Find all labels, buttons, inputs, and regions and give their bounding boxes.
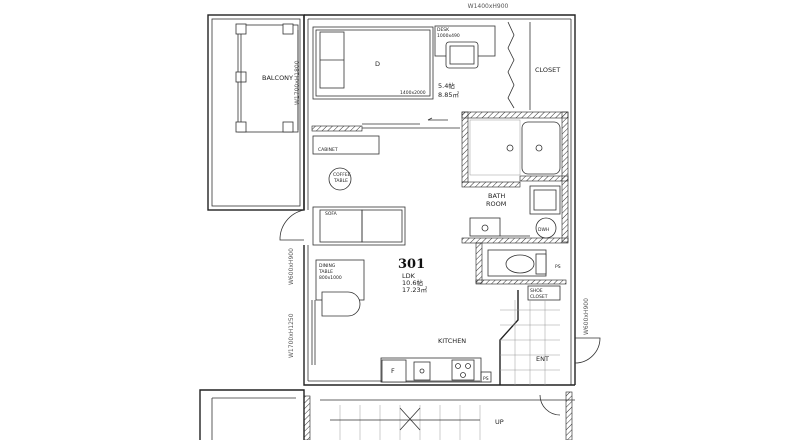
outer-walls xyxy=(207,14,576,386)
window-lower-label: W1700xH1250 xyxy=(288,313,295,358)
ldk-area-tatami: 10.6帖 xyxy=(402,278,423,287)
washer xyxy=(529,185,561,215)
ps-label-1: PS xyxy=(555,264,561,270)
window-mid-label: W600xH900 xyxy=(288,248,295,285)
closet-label: CLOSET xyxy=(535,66,560,74)
kitchen: KITCHEN F PS xyxy=(380,337,492,383)
dining-label-1: DINING xyxy=(319,263,336,269)
fridge xyxy=(381,359,407,383)
stair-area: UP xyxy=(199,389,575,440)
kitchen-counter xyxy=(380,357,482,383)
desk-dimension: 1000x490 xyxy=(437,33,460,39)
entry-label: ENT xyxy=(536,355,549,363)
bed-dimension: 1400x2000 xyxy=(400,90,426,96)
bedroom-area-tatami: 5.4帖 xyxy=(438,81,455,90)
bath-label-1: BATH xyxy=(488,192,505,200)
window-entry-label: W600xH900 xyxy=(583,298,590,335)
cabinet xyxy=(312,135,380,155)
ldk-label: LDK xyxy=(402,272,416,280)
entry-area: SHOE CLOSET ENT W600xH900 xyxy=(499,285,601,385)
desk-label: DESK xyxy=(437,27,450,33)
balcony-outline xyxy=(207,14,305,211)
ldk-area-m2: 17.23㎡ xyxy=(402,285,428,294)
sofa-label: SOFA xyxy=(325,211,338,217)
kitchen-sink xyxy=(413,361,431,381)
unit-number: 301 xyxy=(398,257,425,272)
dining-label-2: TABLE xyxy=(318,269,333,275)
balcony-area: BALCONY W1700xH1800 xyxy=(235,23,301,133)
stove xyxy=(451,359,475,381)
shoe-closet xyxy=(527,285,561,301)
cabinet-label: CABINET xyxy=(318,147,338,153)
bath-core: BATH ROOM DWH xyxy=(461,111,569,244)
balcony-label: BALCONY xyxy=(262,74,293,82)
kitchen-label: KITCHEN xyxy=(438,337,466,345)
bedroom-label: D xyxy=(375,60,380,68)
ps-label-2: PS xyxy=(483,376,489,382)
dwh-label: DWH xyxy=(538,227,549,233)
desk-chair xyxy=(445,41,479,69)
water-heater xyxy=(535,217,557,239)
bathtub xyxy=(521,121,561,175)
window-top-label: W1400xH900 xyxy=(468,3,509,10)
ldk: CABINET COFFEE TABLE SOFA DINING TABLE 8… xyxy=(279,135,428,365)
coffee-table xyxy=(328,167,352,191)
bedroom-area-m2: 8.85㎡ xyxy=(438,90,459,99)
bath-label-2: ROOM xyxy=(486,200,506,208)
bed-outline xyxy=(312,26,434,100)
bedroom: D 1400x2000 DESK 1000x490 5.4帖 8.85㎡ CLO… xyxy=(312,21,560,110)
coffee-table-label-1: COFFEE xyxy=(333,172,351,178)
wash-basin xyxy=(469,217,501,237)
stairs-up-label: UP xyxy=(495,418,504,426)
coffee-table-label-2: TABLE xyxy=(333,178,348,184)
shoe-label-2: CLOSET xyxy=(530,294,548,300)
toilet-area: PS xyxy=(475,242,567,285)
toilet xyxy=(505,254,535,274)
fridge-label: F xyxy=(391,367,395,375)
dining-dimension: 800x1000 xyxy=(319,275,342,281)
sofa xyxy=(312,206,406,246)
shoe-label-1: SHOE xyxy=(530,288,543,294)
window-balcony-label: W1700xH1800 xyxy=(294,60,301,105)
dining-chair xyxy=(321,291,361,317)
partition-wall xyxy=(311,117,460,132)
